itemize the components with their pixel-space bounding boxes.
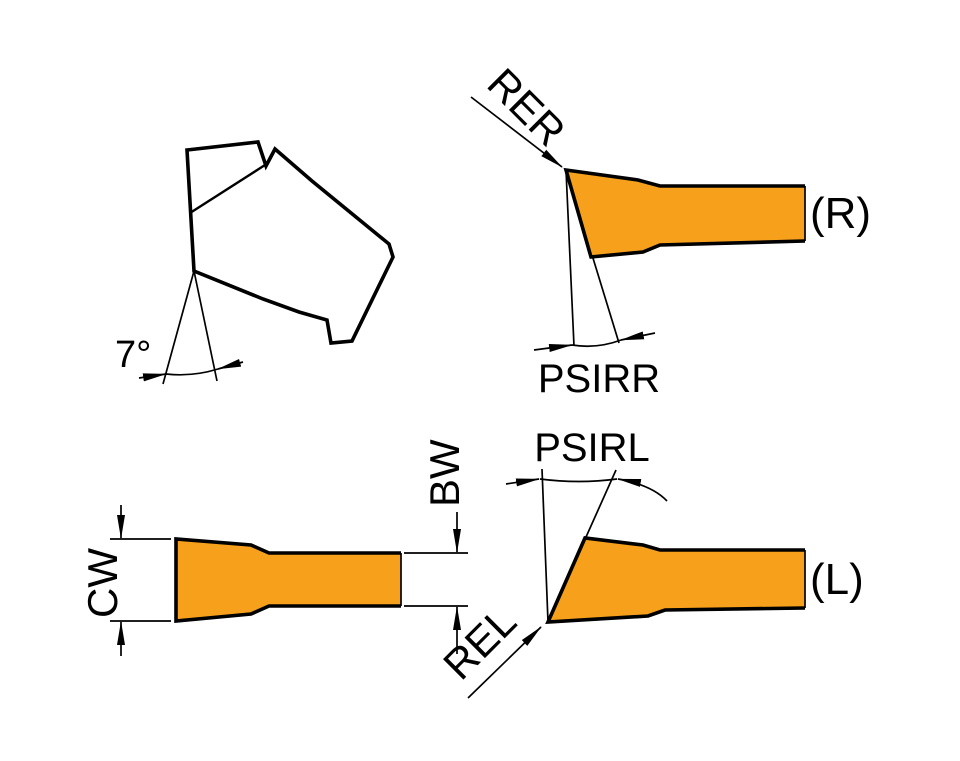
psirr-arrow-left	[533, 344, 573, 352]
left-insert-outline	[545, 536, 806, 624]
insert-isometric-shape	[185, 140, 395, 345]
angle-arrow-right	[217, 358, 244, 370]
left-hand-label: (L)	[810, 555, 864, 604]
rel-leader-line	[467, 626, 542, 699]
psirr-arc	[571, 339, 622, 348]
right-hand-label: (R)	[810, 189, 871, 238]
rel-label: REL	[434, 597, 525, 688]
angle-leg-right	[193, 270, 218, 382]
angle-leg-left	[162, 270, 195, 385]
left-insert-view: (L) PSIRL REL	[434, 426, 864, 699]
psirl-arrow-right-arc	[617, 478, 668, 502]
right-insert-shape	[566, 170, 805, 257]
cw-label: CW	[79, 548, 126, 618]
angle-arc	[165, 368, 219, 376]
top-view-outline	[174, 537, 401, 623]
psirl-arc	[539, 478, 618, 483]
psirr-label: PSIRR	[538, 357, 660, 401]
iso-view: 7°	[115, 140, 395, 385]
angle-arrow-left	[138, 373, 167, 382]
psirr-arrow-right	[620, 331, 656, 341]
right-insert-view: RER (R) PSIRR	[470, 59, 871, 401]
top-view: CW BW	[79, 439, 468, 656]
bw-label: BW	[421, 439, 468, 507]
psirl-label: PSIRL	[534, 426, 650, 470]
rer-leader-line	[470, 96, 563, 168]
top-view-shape	[176, 539, 401, 621]
psirl-arrow-left	[505, 478, 540, 487]
insert-facet-line	[189, 163, 266, 215]
psirr-line-vertical	[565, 169, 575, 347]
clearance-angle-label: 7°	[115, 334, 151, 376]
left-insert-shape	[548, 538, 805, 622]
right-insert-outline	[563, 167, 806, 259]
psirl-line-vertical	[541, 468, 549, 623]
